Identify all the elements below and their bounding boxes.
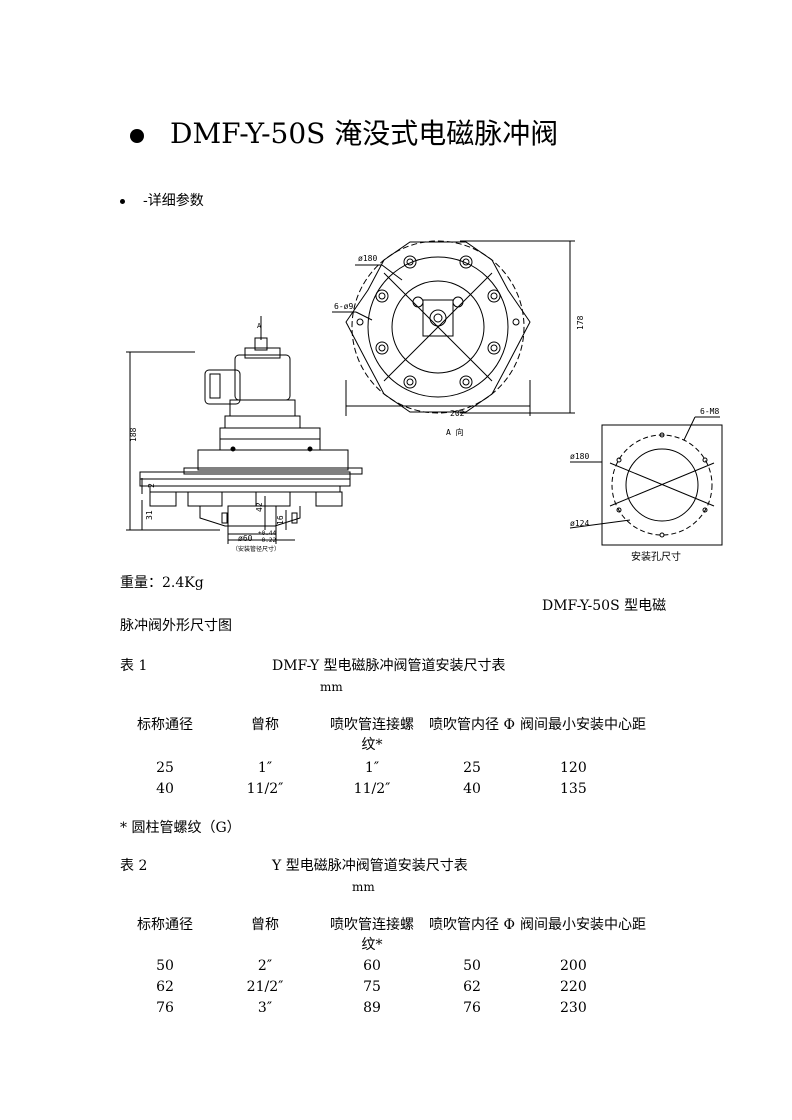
footnote: * 圆柱管螺纹（G） — [120, 820, 241, 836]
table-cell: 11/2″ — [246, 781, 284, 797]
label-2: 2 — [147, 483, 156, 488]
table2-header: 标称通径 曾称 喷吹管连接螺 纹* 喷吹管内径 Φ 阀间最小安装中心距 — [120, 914, 700, 954]
label-188: 188 — [129, 427, 138, 442]
table-cell: 3″ — [257, 1000, 273, 1016]
table-row: 25 1″ 1″ 25 120 — [120, 758, 700, 779]
table-header-cell: 标称通径 — [137, 917, 193, 933]
table-cell: 75 — [363, 979, 381, 995]
table2-unit: mm — [352, 880, 375, 894]
label-178: 178 — [576, 315, 585, 330]
table-cell: 11/2″ — [353, 781, 391, 797]
header-wrap-text: 纹* — [361, 937, 383, 953]
table-cell: 1″ — [257, 760, 273, 776]
table-cell: 120 — [560, 760, 587, 776]
table-header-cell: 喷吹管内径 Φ — [429, 717, 515, 733]
table-cell: 21/2″ — [246, 979, 284, 995]
table2: 标称通径 曾称 喷吹管连接螺 纹* 喷吹管内径 Φ 阀间最小安装中心距 50 2… — [120, 914, 700, 1019]
table-row: 76 3″ 89 76 230 — [120, 998, 700, 1019]
table-cell: 89 — [363, 1000, 381, 1016]
header-text: 喷吹管连接螺 — [330, 717, 414, 733]
table-cell: 25 — [463, 760, 481, 776]
subtitle-text: -详细参数 — [143, 193, 204, 209]
table1-label: 表 1 — [120, 658, 148, 674]
label-42: 42 — [255, 502, 264, 512]
bullet-icon — [120, 198, 125, 204]
front-view — [332, 240, 575, 416]
table1-unit: mm — [320, 680, 343, 694]
table-cell: 50 — [156, 958, 174, 974]
table-header-cell: 阀间最小安装中心距 — [520, 917, 646, 933]
side-view — [126, 316, 363, 544]
label-hole-caption: 安装孔尺寸 — [631, 550, 681, 563]
table-cell: 1″ — [364, 760, 380, 776]
table-row: 62 21/2″ 75 62 220 — [120, 977, 700, 998]
label-16: 16 — [276, 515, 285, 525]
table-cell: 50 — [463, 958, 481, 974]
section-subtitle: -详细参数 — [120, 190, 204, 210]
label-front-d180: ø180 — [358, 254, 377, 263]
label-31: 31 — [145, 510, 154, 520]
table-row: 50 2″ 60 50 200 — [120, 956, 700, 977]
table-cell: 62 — [156, 979, 174, 995]
table2-label: 表 2 — [120, 858, 148, 874]
table-cell: 220 — [560, 979, 587, 995]
title-text: DMF-Y-50S 淹没式电磁脉冲阀 — [170, 117, 559, 150]
table1: 标称通径 曾称 喷吹管连接螺 纹* 喷吹管内径 Φ 阀间最小安装中心距 25 1… — [120, 714, 700, 800]
table-cell: 25 — [156, 760, 174, 776]
table-cell: 60 — [363, 958, 381, 974]
figure-caption-left: 脉冲阀外形尺寸图 — [120, 618, 232, 634]
table-row: 40 11/2″ 11/2″ 40 135 — [120, 779, 700, 800]
page-title: DMF-Y-50S 淹没式电磁脉冲阀 — [130, 112, 558, 152]
label-202: 202 — [450, 409, 465, 418]
bullet-icon — [130, 128, 144, 143]
table-header-cell: 曾称 — [251, 917, 279, 933]
label-hole-d180: ø180 — [570, 452, 589, 461]
label-dia60: ø60 — [238, 534, 253, 543]
label-tol-up: +0.44 — [258, 530, 276, 537]
table-header-cell: 曾称 — [251, 717, 279, 733]
figure-caption-right: DMF-Y-50S 型电磁 — [542, 598, 667, 614]
table-header-cell: 喷吹管连接螺 纹* — [320, 914, 424, 954]
table-header-cell: 阀间最小安装中心距 — [520, 717, 646, 733]
table-cell: 40 — [463, 781, 481, 797]
label-d124: ø124 — [570, 519, 589, 528]
label-tol-down: -0.22 — [258, 537, 276, 544]
table-header-cell: 喷吹管内径 Φ — [429, 917, 515, 933]
hole-pattern-view — [569, 416, 723, 546]
table-cell: 76 — [156, 1000, 174, 1016]
table-cell: 135 — [560, 781, 587, 797]
table1-title: DMF-Y 型电磁脉冲阀管道安装尺寸表 — [272, 658, 506, 674]
label-holes: 6-ø9 — [334, 302, 353, 311]
label-a: A — [257, 322, 262, 330]
label-view-a: A 向 — [446, 427, 464, 437]
table-cell: 200 — [560, 958, 587, 974]
table-cell: 2″ — [257, 958, 273, 974]
table2-title: Y 型电磁脉冲阀管道安装尺寸表 — [272, 858, 468, 874]
table-cell: 62 — [463, 979, 481, 995]
header-text: 喷吹管连接螺 — [330, 917, 414, 933]
table-cell: 230 — [560, 1000, 587, 1016]
label-m8: 6-M8 — [700, 407, 719, 416]
weight-text: 重量：2.4Kg — [120, 575, 204, 591]
header-wrap-text: 纹* — [361, 737, 383, 753]
table-cell: 76 — [463, 1000, 481, 1016]
table-header-cell: 喷吹管连接螺 纹* — [320, 714, 424, 754]
table-cell: 40 — [156, 781, 174, 797]
label-install-note: （安装管径尺寸） — [232, 545, 280, 553]
valve-dimension-drawing: A 188 2 31 42 16 ø60 +0.44 -0.22 （安装管径尺寸… — [126, 240, 723, 563]
table-header-cell: 标称通径 — [137, 717, 193, 733]
table1-header: 标称通径 曾称 喷吹管连接螺 纹* 喷吹管内径 Φ 阀间最小安装中心距 — [120, 714, 700, 754]
